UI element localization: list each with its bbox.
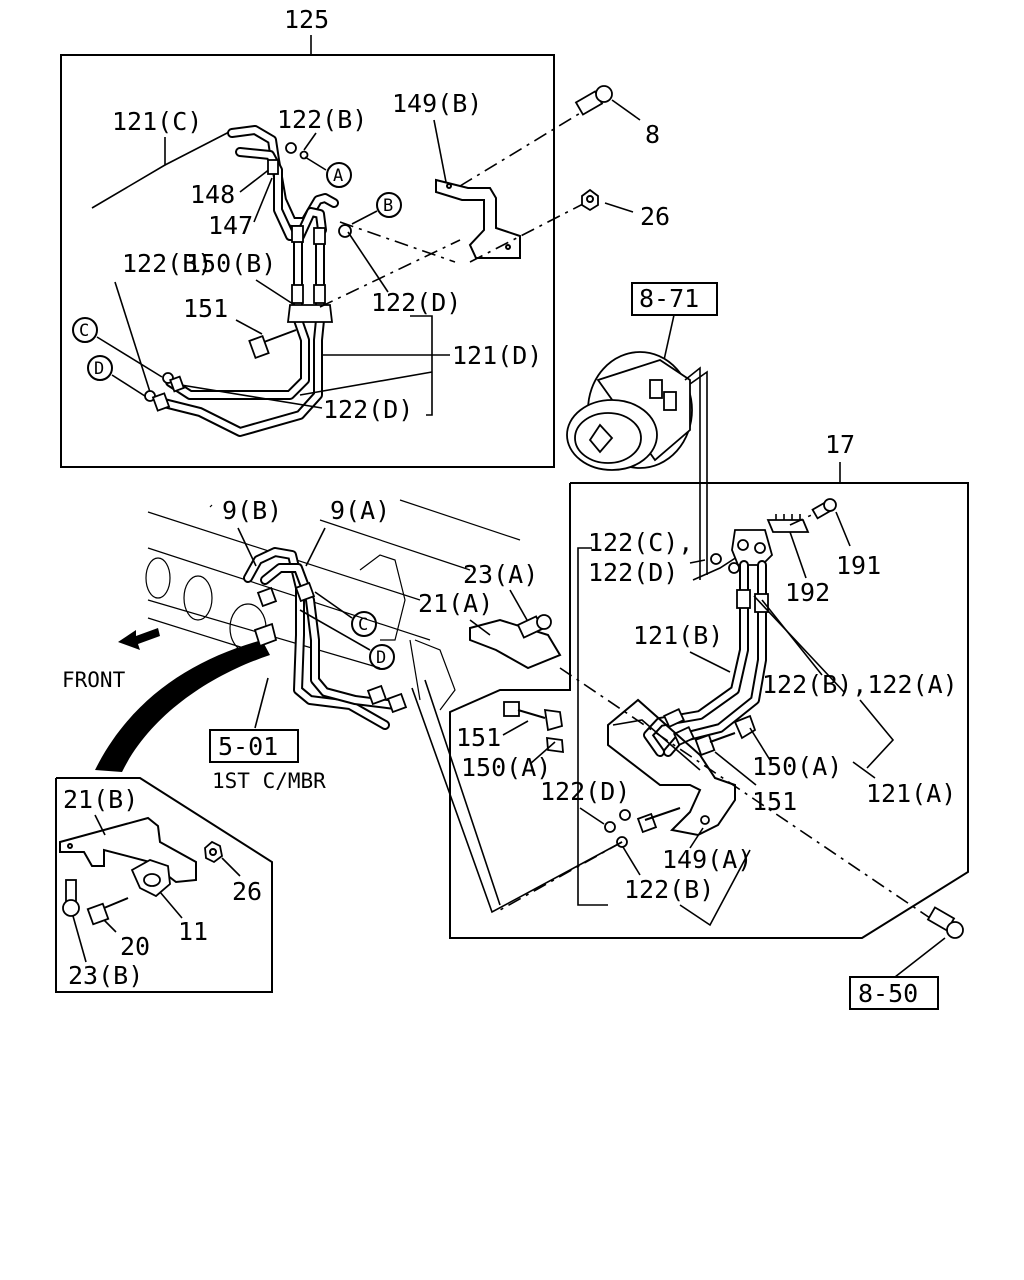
label-147: 147	[208, 211, 253, 240]
label-122b-top: 122(B)	[277, 105, 367, 134]
label-151-mid: 151	[456, 723, 501, 752]
label-192: 192	[785, 578, 830, 607]
front-label: FRONT	[62, 668, 126, 692]
chassis-group: 9(B) 9(A) 23(A) 21(A) C D FRONT 5-01 1ST…	[62, 496, 623, 914]
label-150b: 150(B)	[186, 249, 276, 278]
label-17: 17	[825, 430, 855, 459]
label-121c: 121(C)	[112, 107, 202, 136]
label-191: 191	[836, 551, 881, 580]
ref-5-01: 5-01	[218, 732, 278, 761]
compressor-group: 8-71	[566, 282, 718, 580]
label-121b: 121(B)	[633, 621, 723, 650]
connector-b: B	[383, 196, 393, 216]
connector-d-top: D	[94, 359, 104, 379]
label-26-top: 26	[640, 202, 670, 231]
label-151-top: 151	[183, 294, 228, 323]
label-122cd-2: 122(D)	[588, 558, 678, 587]
ref-8-71: 8-71	[639, 284, 699, 313]
label-125: 125	[284, 5, 329, 34]
label-150a-right: 150(A)	[752, 752, 842, 781]
label-148: 148	[190, 180, 235, 209]
connector-c-mid: C	[358, 615, 368, 635]
label-149a: 149(A)	[662, 845, 752, 874]
label-21b: 21(B)	[63, 785, 138, 814]
connector-a: A	[333, 166, 343, 186]
inset-detail: 21(B) 26 11 20 23(B)	[55, 777, 273, 993]
label-26-inset: 26	[232, 877, 262, 906]
label-122cd-1: 122(C),	[588, 528, 693, 557]
label-122d-bottom: 122(D)	[540, 777, 630, 806]
connector-d-mid: D	[376, 648, 386, 668]
label-21a: 21(A)	[418, 589, 493, 618]
label-149b: 149(B)	[392, 89, 482, 118]
label-1st-cmbr: 1ST C/MBR	[212, 769, 326, 793]
bracket-149b-group: 149(B) 8 26	[392, 85, 670, 259]
label-9b: 9(B)	[222, 496, 282, 525]
label-121d: 121(D)	[452, 341, 542, 370]
label-122d-low: 122(D)	[323, 395, 413, 424]
label-11: 11	[178, 917, 208, 946]
label-151-right: 151	[752, 787, 797, 816]
connector-c-top: C	[79, 321, 89, 341]
label-122b-left: 122(B)	[122, 249, 212, 278]
right-assembly-box: 17 122(C), 122(D) 192 191	[449, 430, 969, 939]
label-20: 20	[120, 932, 150, 961]
label-121a: 121(A)	[866, 779, 956, 808]
label-122b-bottom: 122(B)	[624, 875, 714, 904]
label-122d-mid: 122(D)	[371, 288, 461, 317]
front-arrow-icon	[118, 628, 160, 650]
label-23a: 23(A)	[463, 560, 538, 589]
bolt-8-50-group: 8-50	[849, 906, 964, 1010]
ref-8-50: 8-50	[858, 979, 918, 1008]
label-122ba: 122(B),122(A)	[762, 670, 958, 699]
label-9a: 9(A)	[330, 496, 390, 525]
detail-pointer	[95, 640, 270, 772]
label-8: 8	[645, 120, 660, 149]
label-23b: 23(B)	[68, 961, 143, 990]
top-assembly-box: 125 121(C) 122(B) A 148 147 B	[60, 5, 584, 468]
